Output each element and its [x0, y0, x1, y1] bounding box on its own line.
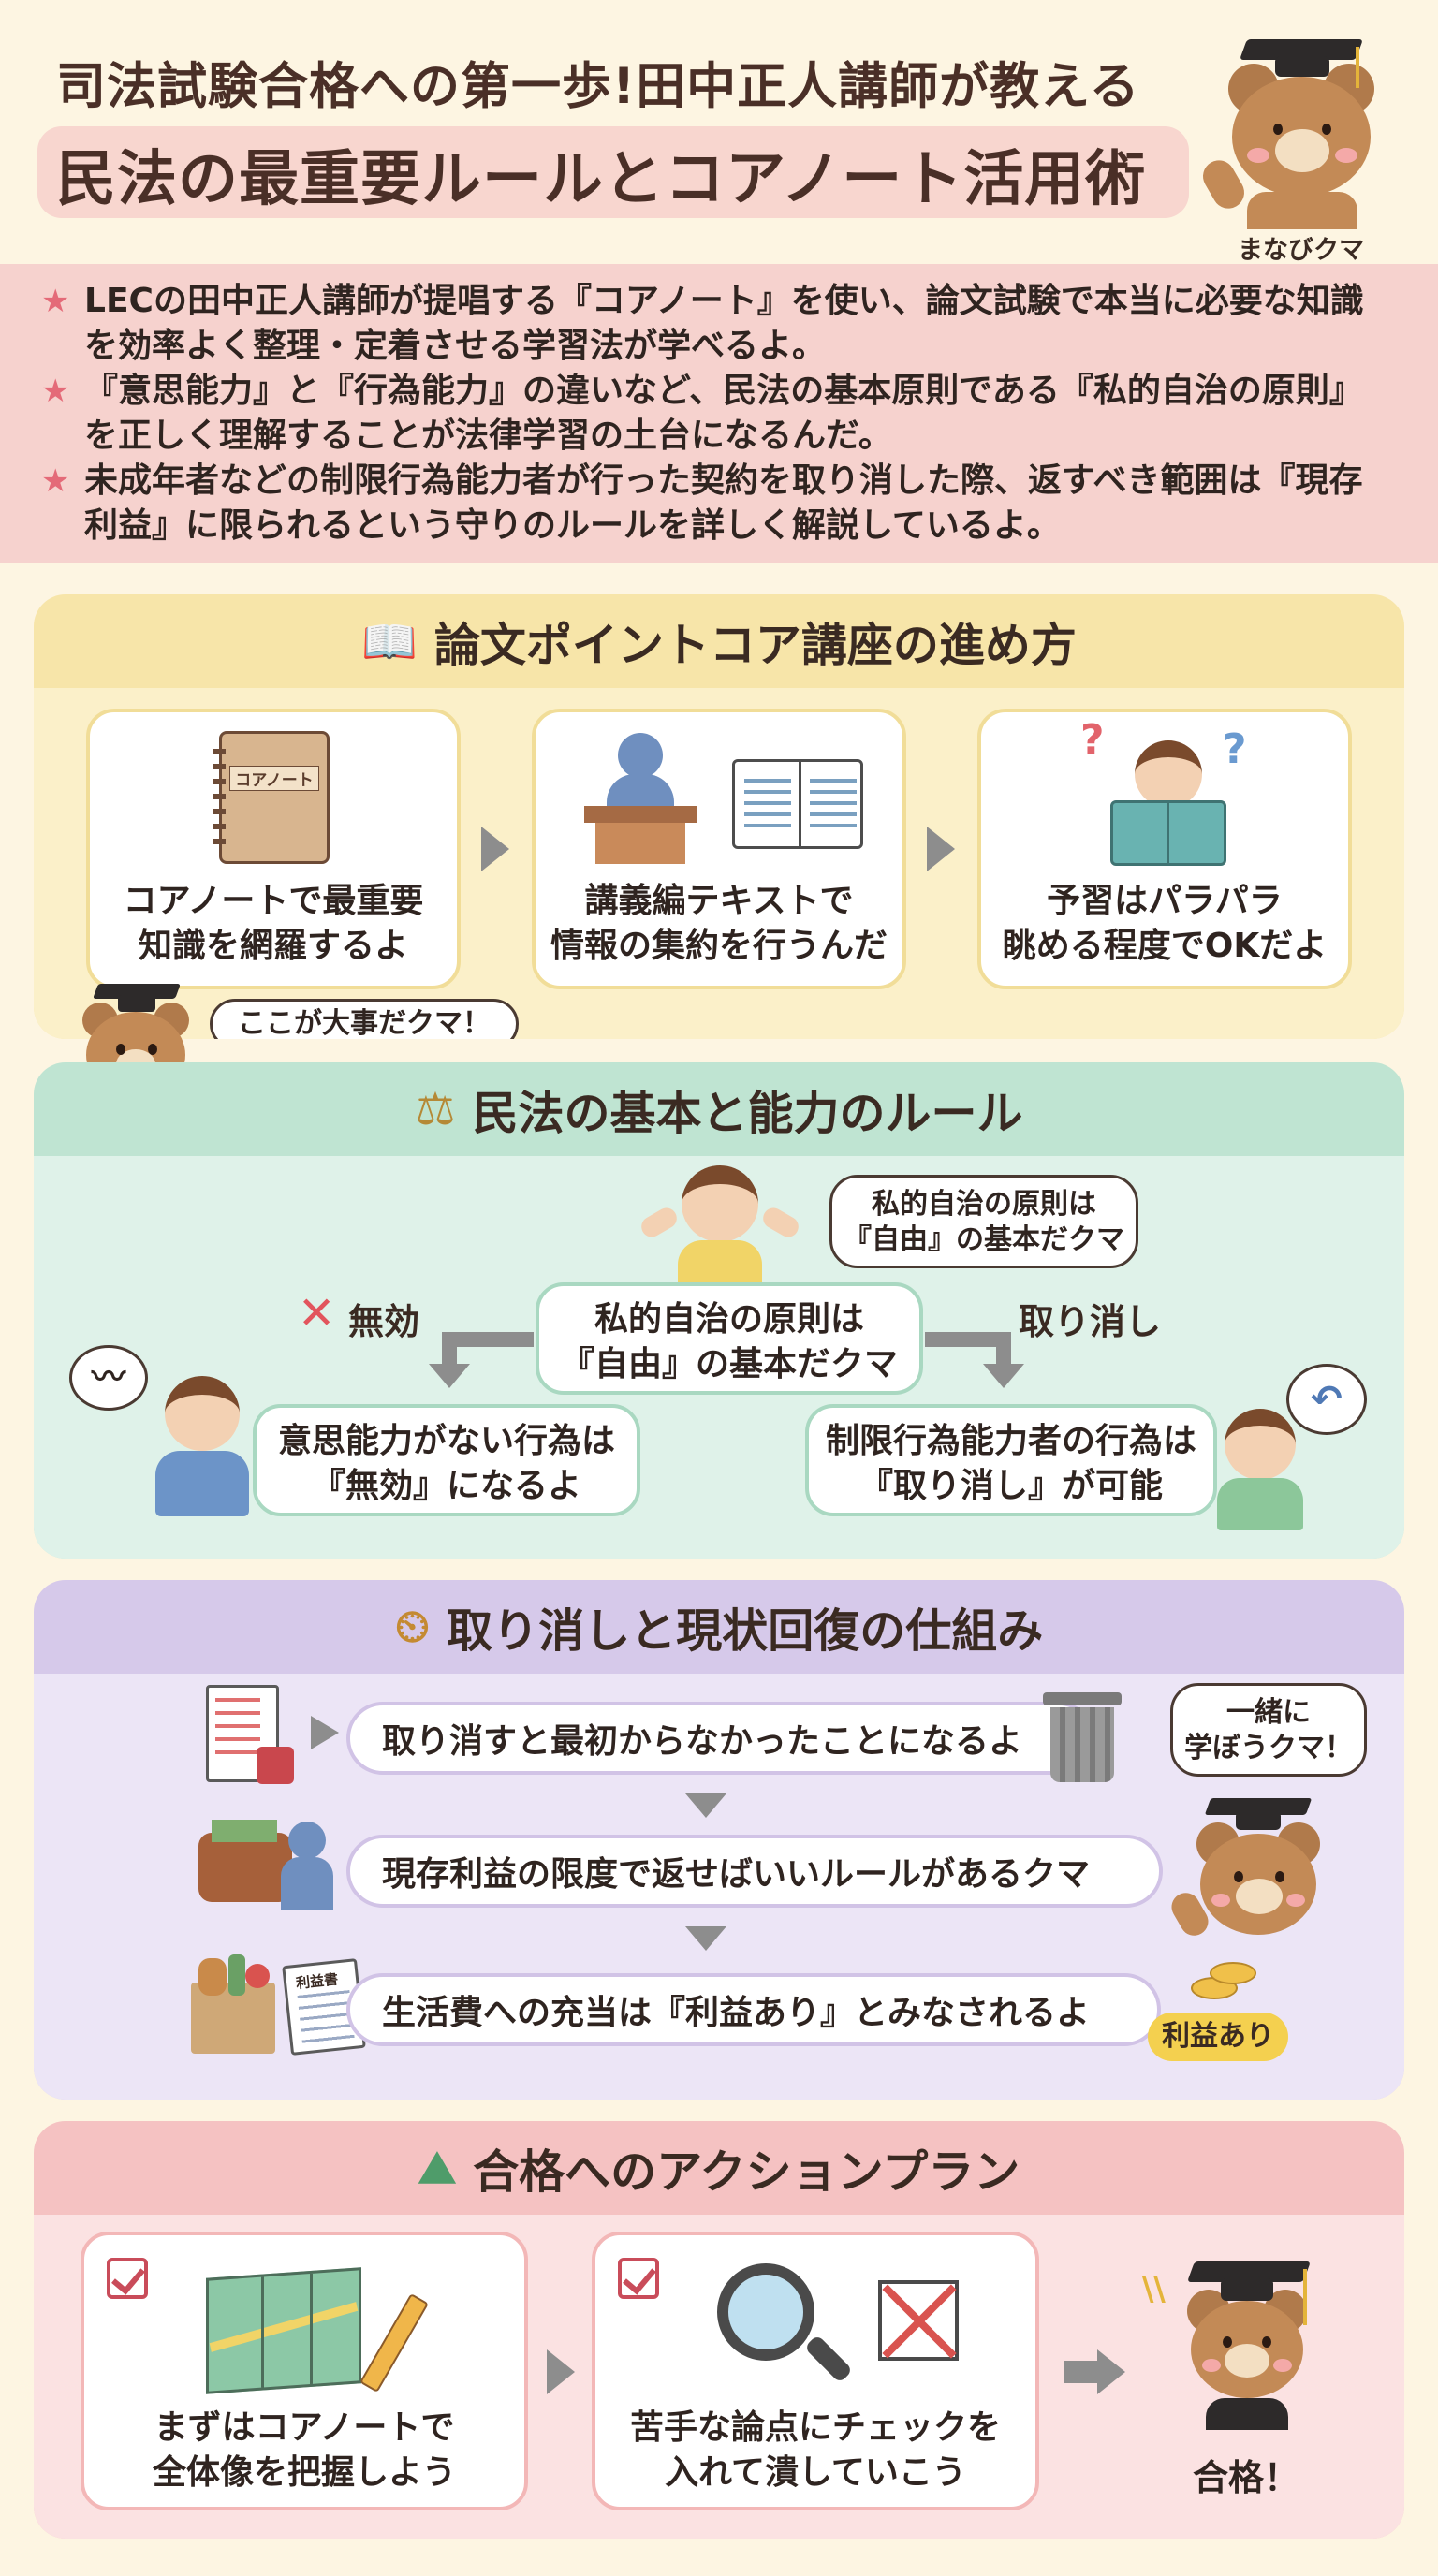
book-icon: 📖 — [361, 615, 418, 668]
arrow-down-icon — [983, 1364, 1024, 1388]
section-header: ⚖ 民法の基本と能力のルール — [34, 1062, 1404, 1156]
page-title-line1: 司法試験合格への第一歩!田中正人講師が教える — [56, 58, 1140, 115]
star-icon: ★ — [41, 373, 70, 410]
header: 司法試験合格への第一歩!田中正人講師が教える 民法の最重要ルールとコアノート活用… — [0, 0, 1438, 265]
mascot-name: まなびクマ — [1238, 236, 1364, 265]
step-card: コアノート コアノートで最重要 知識を網羅するよ — [86, 709, 461, 989]
section-title: 合格へのアクションプラン — [473, 2144, 1020, 2199]
scribble-icon: 〰 — [91, 1358, 125, 1397]
process-step: 生活費への充当は『利益あり』とみなされるよ — [346, 1973, 1161, 2046]
branch-line — [996, 1332, 1011, 1366]
intro-text: LECの田中正人講師が提唱する『コアノート』を使い、論文試験で本当に必要な知識を… — [84, 282, 1364, 365]
invalid-label: 無効 — [348, 1301, 420, 1342]
speech-bubble: ここが大事だクマ！ — [210, 999, 519, 1039]
rescission-box: 制限行為能力者の行為は 『取り消し』が可能 — [805, 1404, 1217, 1516]
history-clock-icon: ⏲ — [394, 1600, 431, 1653]
document-label: 利益書 — [295, 1970, 339, 1992]
intro-item: ★ 未成年者などの制限行為能力者が行った契約を取り消した際、返すべき範囲は『現存… — [41, 459, 1395, 549]
section-title: 民法の基本と能力のルール — [472, 1086, 1023, 1140]
section-title: 取り消しと現状回復の仕組み — [447, 1603, 1044, 1658]
process-step: 取り消すと最初からなかったことになるよ — [346, 1702, 1095, 1775]
intro-text: 『意思能力』と『行為能力』の違いなど、民法の基本原則である『私的自治の原則』を正… — [84, 372, 1363, 455]
section-header: 📖 論文ポイントコア講座の進め方 — [34, 594, 1404, 688]
section-header: ⛰ 合格へのアクションプラン — [34, 2121, 1404, 2215]
lecturer-icon — [584, 733, 697, 864]
branch-line — [442, 1332, 457, 1366]
intro-item: ★ 『意思能力』と『行為能力』の違いなど、民法の基本原則である『私的自治の原則』… — [41, 369, 1395, 459]
arrow-down-icon — [685, 1793, 726, 1818]
section-rescission-restoration: ⏲ 取り消しと現状回復の仕組み 取り消すと最初からなかったことになるよ 現存利益… — [34, 1580, 1404, 2100]
wallet-person-icon — [198, 1814, 348, 1917]
contract-stamp-icon — [206, 1685, 300, 1795]
coins-icon — [1191, 1962, 1256, 2009]
branch-line — [925, 1332, 1011, 1347]
arrow-right-icon — [1097, 2349, 1125, 2394]
reading-child-icon — [1103, 740, 1234, 867]
arrow-right-icon — [927, 827, 955, 871]
profit-badge: 利益あり — [1148, 2012, 1288, 2061]
trash-can-icon — [1043, 1692, 1122, 1782]
speech-bubble: 一緒に 学ぼうクマ！ — [1170, 1683, 1367, 1777]
undo-bubble: ↶ — [1286, 1364, 1367, 1435]
section-action-plan: ⛰ 合格へのアクションプラン まずはコアノートで 全体像を把握しよう 苦手な論点… — [34, 2121, 1404, 2539]
pencil-icon — [359, 2292, 430, 2393]
open-book-icon — [732, 759, 863, 849]
arrow-right-icon — [311, 1716, 339, 1749]
cross-icon: ✕ — [298, 1287, 336, 1339]
page-title-line2: 民法の最重要ルールとコアノート活用術 — [56, 145, 1147, 214]
notebook-label: コアノート — [229, 766, 319, 791]
arrow-down-icon — [685, 1926, 726, 1951]
checkbox-icon — [107, 2258, 148, 2299]
section-title: 論文ポイントコア講座の進め方 — [433, 618, 1077, 672]
bear-mascot-icon — [1196, 19, 1395, 229]
section-course-steps: 📖 論文ポイントコア講座の進め方 コアノート コアノートで最重要 知識を網羅する… — [34, 594, 1404, 1039]
arrow-down-icon — [429, 1364, 470, 1388]
section-header: ⏲ 取り消しと現状回復の仕組み — [34, 1580, 1404, 1674]
question-mark-icon: ? — [1080, 716, 1105, 764]
arrow-right-icon — [547, 2349, 575, 2394]
process-step: 現存利益の限度で返せばいいルールがあるクマ — [346, 1835, 1163, 1908]
intro-item: ★ LECの田中正人講師が提唱する『コアノート』を使い、論文試験で本当に必要な知… — [41, 279, 1395, 369]
notebook-icon: コアノート — [213, 731, 330, 864]
private-autonomy-box: 私的自治の原則は 『自由』の基本だクマ — [536, 1282, 923, 1395]
star-icon: ★ — [41, 462, 70, 500]
branch-line — [442, 1332, 534, 1347]
mountain-flag-icon: ⛰ — [418, 2141, 457, 2194]
rescission-label: 取り消し — [1019, 1301, 1162, 1342]
step-text: 講義編テキストで 情報の集約を行うんだ — [550, 882, 888, 965]
invalid-box: 意思能力がない行為は 『無効』になるよ — [253, 1404, 640, 1516]
groceries-icon — [191, 1949, 294, 2054]
thinking-boy-icon — [146, 1376, 258, 1516]
step-text: 予習はパラパラ 眺める程度でOKだよ — [1002, 882, 1328, 965]
star-icon: ★ — [41, 283, 70, 320]
cross-box-icon — [878, 2280, 959, 2361]
intro-text: 未成年者などの制限行為能力者が行った契約を取り消した際、返すべき範囲は『現存利益… — [84, 461, 1363, 545]
bear-mascot-icon — [1167, 1781, 1335, 1959]
title-highlight — [37, 126, 1189, 218]
question-mark-icon: ? — [1223, 725, 1247, 773]
step-card: 講義編テキストで 情報の集約を行うんだ — [532, 709, 906, 989]
graduate-bear-icon: \\ — [1142, 2243, 1341, 2430]
arrow-right-icon — [1064, 2361, 1099, 2383]
undo-arrow-icon: ↶ — [1311, 1378, 1343, 1421]
speech-bubble: 私的自治の原則は 『自由』の基本だクマ — [829, 1175, 1138, 1268]
magnifier-icon — [717, 2263, 858, 2404]
action-text: まずはコアノートで 全体像を把握しよう — [152, 2408, 456, 2492]
action-text: 苦手な論点にチェックを 入れて潰していこう — [629, 2408, 1001, 2492]
action-card: まずはコアノートで 全体像を把握しよう — [81, 2232, 528, 2510]
section-civil-law-basics: ⚖ 民法の基本と能力のルール 私的自治の原則は 『自由』の基本だクマ 私的自治の… — [34, 1062, 1404, 1559]
worried-child-icon — [1210, 1409, 1313, 1530]
goal-label: 合格！ — [1193, 2457, 1300, 2498]
checkbox-icon — [618, 2258, 659, 2299]
intro-box: ★ LECの田中正人講師が提唱する『コアノート』を使い、論文試験で本当に必要な知… — [0, 264, 1438, 564]
thought-bubble: 〰 — [69, 1345, 148, 1411]
arrow-right-icon — [481, 827, 509, 871]
step-card: ? ? 予習はパラパラ 眺める程度でOKだよ — [977, 709, 1352, 989]
map-icon — [206, 2267, 361, 2394]
scales-icon: ⚖ — [415, 1083, 456, 1135]
action-card: 苦手な論点にチェックを 入れて潰していこう — [592, 2232, 1039, 2510]
step-text: コアノートで最重要 知識を網羅するよ — [123, 882, 424, 965]
